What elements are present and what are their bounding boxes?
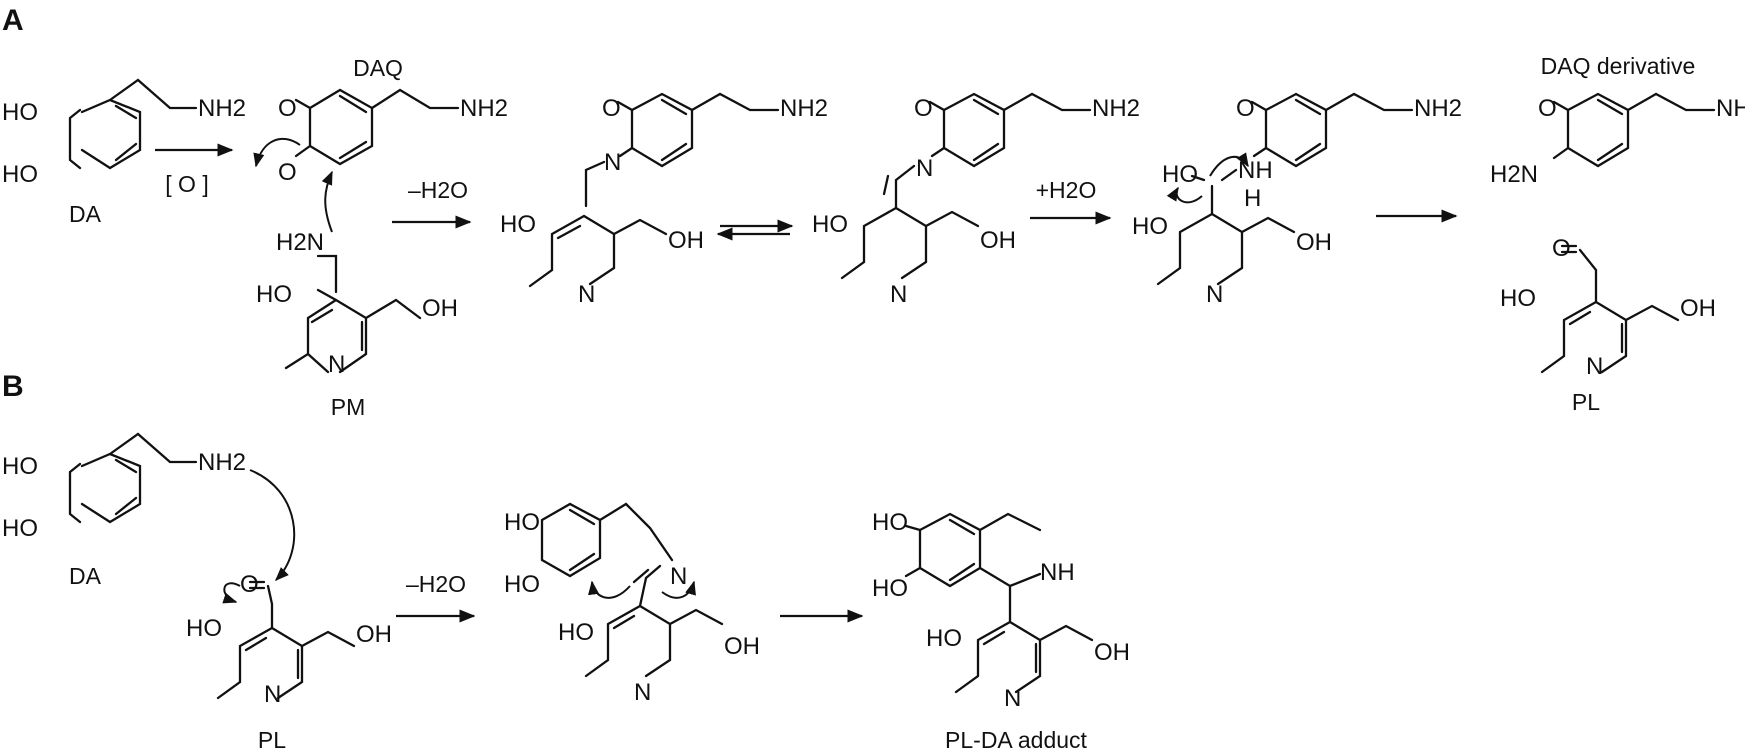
structure-daq-derivative: O H2N NH2 (1490, 92, 1745, 188)
atom-oh: OH (724, 633, 760, 660)
curved-arrow (249, 469, 296, 581)
compound-label-pl: PL (258, 727, 286, 753)
condition-minus-water: –H2O (406, 571, 466, 597)
atom-o: O (602, 95, 621, 122)
atom-ho: HO (504, 509, 540, 536)
compound-label-pm: PM (331, 394, 366, 420)
structure-da-b: HO HO NH2 (2, 432, 246, 542)
atom-nh2: NH2 (198, 95, 246, 122)
atom-ho: HO (504, 571, 540, 598)
curved-arrow (222, 582, 241, 604)
atom-n: N (1206, 281, 1223, 308)
curved-arrow (1166, 186, 1203, 204)
compound-label-da: DA (69, 201, 102, 227)
curved-arrow (253, 137, 301, 168)
atom-oh: OH (668, 227, 704, 254)
structure-pl-da-adduct: HO HO NH HO OH N (872, 509, 1130, 712)
atom-oh: OH (422, 295, 458, 322)
compound-label-da: DA (69, 563, 102, 589)
structure-daq: O O NH2 (278, 88, 508, 186)
curved-arrow (588, 580, 631, 599)
atom-ho: HO (1132, 213, 1168, 240)
atom-h2n: H2N (276, 229, 324, 256)
atom-ho: HO (2, 161, 38, 188)
structure-pl-b: O HO OH N (186, 571, 392, 708)
atom-o: O (278, 95, 297, 122)
curved-arrow (321, 170, 333, 233)
atom-nh2: NH2 (1092, 95, 1140, 122)
atom-n: N (890, 281, 907, 308)
atom-ho: HO (872, 575, 908, 602)
atom-n: N (264, 681, 281, 708)
atom-ho: HO (1162, 161, 1198, 188)
structure-carbinolamine: O HO NH H NH2 HO OH N (1132, 92, 1462, 308)
curved-arrow (1209, 152, 1249, 177)
atom-nh2: NH2 (198, 449, 246, 476)
atom-nh2: NH2 (1414, 95, 1462, 122)
structure-imine-tautomer: O N NH2 HO OH N (812, 92, 1140, 308)
atom-n: N (634, 679, 651, 706)
atom-o: O (1552, 235, 1571, 262)
atom-ho: HO (256, 281, 292, 308)
atom-nh: NH (1040, 559, 1075, 586)
panel-label-b: B (2, 370, 24, 403)
atom-o: O (240, 571, 259, 598)
atom-n: N (670, 563, 687, 590)
atom-n: N (1004, 685, 1021, 712)
atom-ho: HO (2, 453, 38, 480)
atom-oh: OH (1094, 639, 1130, 666)
atom-oh: OH (1296, 229, 1332, 256)
atom-n: N (328, 351, 345, 378)
atom-o: O (278, 159, 297, 186)
atom-n: N (916, 155, 933, 182)
condition-plus-water: +H2O (1036, 177, 1097, 203)
structure-pm: H2N HO OH N (256, 229, 458, 378)
atom-oh: OH (1680, 295, 1716, 322)
atom-ho: HO (926, 625, 962, 652)
panel-label-a: A (2, 4, 24, 37)
curved-arrow (661, 580, 696, 599)
atom-h: H (1244, 185, 1261, 212)
atom-ho: HO (500, 211, 536, 238)
atom-ho: HO (186, 615, 222, 642)
compound-label-daq-derivative: DAQ derivative (1541, 53, 1696, 79)
atom-ho: HO (1500, 285, 1536, 312)
compound-label-daq: DAQ (353, 55, 403, 81)
structure-imine: O N NH2 HO OH N (500, 92, 828, 308)
atom-o: O (914, 95, 933, 122)
atom-nh2: NH2 (460, 95, 508, 122)
atom-o: O (1236, 95, 1255, 122)
structure-schiff-base: HO HO N HO OH N (504, 502, 760, 706)
atom-ho: HO (2, 99, 38, 126)
condition-minus-water: –H2O (408, 177, 468, 203)
atom-n: N (604, 149, 621, 176)
atom-n: N (1586, 353, 1603, 380)
structure-pl-a: O HO OH N (1500, 235, 1716, 380)
atom-ho: HO (2, 515, 38, 542)
atom-oh: OH (356, 621, 392, 648)
atom-oh: OH (980, 227, 1016, 254)
atom-n: N (578, 281, 595, 308)
atom-nh2: NH2 (1716, 95, 1745, 122)
atom-nh2: NH2 (780, 95, 828, 122)
compound-label-pl-da-adduct: PL-DA adduct (945, 727, 1088, 753)
compound-label-pl: PL (1572, 389, 1600, 415)
atom-o: O (1538, 95, 1557, 122)
atom-h2n: H2N (1490, 161, 1538, 188)
atom-ho: HO (558, 619, 594, 646)
structure-da-a: HO HO NH2 (2, 78, 246, 188)
atom-ho: HO (872, 509, 908, 536)
atom-ho: HO (812, 211, 848, 238)
condition-oxidation: [ O ] (165, 171, 208, 197)
